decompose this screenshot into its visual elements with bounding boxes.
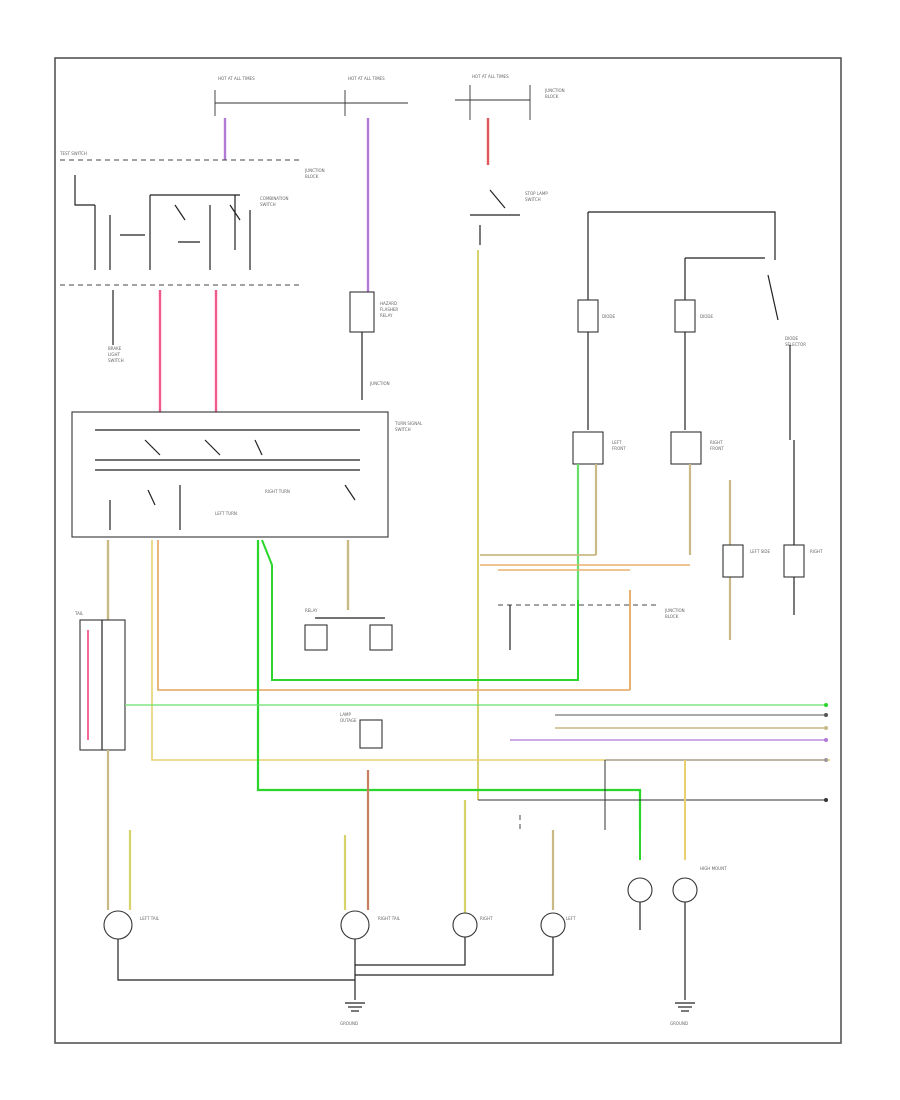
right-bus-wires [125, 704, 825, 830]
svg-text:TEST SWITCH: TEST SWITCH [59, 151, 87, 156]
svg-text:BLOCK: BLOCK [665, 614, 679, 619]
svg-text:HOT AT ALL TIMES: HOT AT ALL TIMES [218, 76, 255, 81]
svg-text:COMBINATION: COMBINATION [260, 196, 289, 201]
svg-text:JUNCTION: JUNCTION [544, 88, 565, 93]
svg-text:JUNCTION: JUNCTION [369, 381, 390, 386]
violet-feed-wires [223, 118, 370, 300]
svg-text:RIGHT TAIL: RIGHT TAIL [378, 916, 401, 921]
lamp-connectors-row: JUNCTION BLOCK [480, 554, 690, 690]
orange-horizontal-wire [157, 540, 630, 691]
svg-text:SWITCH: SWITCH [108, 358, 124, 363]
svg-text:GROUND: GROUND [670, 1021, 688, 1026]
svg-text:RIGHT TURN: RIGHT TURN [265, 489, 290, 494]
svg-text:RIGHT: RIGHT [710, 440, 723, 445]
svg-text:FRONT: FRONT [710, 446, 724, 451]
turn-signal-switch: TURN SIGNAL SWITCH LEFT TURN RIGHT TURN [71, 411, 423, 538]
svg-text:SELECTOR: SELECTOR [785, 342, 806, 347]
svg-text:TURN SIGNAL: TURN SIGNAL [394, 421, 423, 426]
svg-text:JUNCTION: JUNCTION [664, 608, 685, 613]
fuse-panel-top: HOT AT ALL TIMES HOT AT ALL TIMES HOT AT… [214, 74, 565, 120]
svg-text:TAIL: TAIL [74, 611, 84, 616]
center-relay: LAMP OUTAGE [340, 712, 383, 749]
svg-text:SWITCH: SWITCH [260, 202, 276, 207]
svg-text:RELAY: RELAY [305, 608, 318, 613]
left-connector-block: TAIL [74, 611, 126, 751]
svg-text:DIODE: DIODE [785, 336, 798, 341]
right-edge-connectors [824, 703, 828, 802]
svg-text:STOP LAMP: STOP LAMP [525, 191, 548, 196]
svg-text:FRONT: FRONT [612, 446, 626, 451]
svg-text:HOT AT ALL TIMES: HOT AT ALL TIMES [348, 76, 385, 81]
svg-text:DIODE: DIODE [602, 314, 615, 319]
hazard-flasher: HAZARD FLASHER RELAY JUNCTION [349, 291, 398, 400]
svg-text:SWITCH: SWITCH [525, 197, 541, 202]
rear-lamp-relays: RELAY [304, 608, 393, 651]
svg-text:RIGHT: RIGHT [480, 916, 493, 921]
svg-text:OUTAGE: OUTAGE [340, 718, 357, 723]
headlamp-circuit: DIODE DIODE DIODE SELECTOR [577, 211, 806, 440]
svg-text:JUNCTION: JUNCTION [304, 168, 325, 173]
rear-lamps: LEFT TAIL RIGHT TAIL RIGHT LEFT HIGH MOU… [103, 866, 727, 940]
svg-text:GROUND: GROUND [340, 1021, 358, 1026]
svg-text:SWITCH: SWITCH [395, 427, 411, 432]
svg-text:LEFT: LEFT [612, 440, 622, 445]
svg-text:LEFT SIDE: LEFT SIDE [750, 549, 771, 554]
svg-text:DIODE: DIODE [700, 314, 713, 319]
svg-text:BLOCK: BLOCK [545, 94, 559, 99]
svg-text:LEFT TURN: LEFT TURN [215, 511, 237, 516]
svg-text:RIGHT: RIGHT [810, 549, 823, 554]
svg-text:LEFT: LEFT [566, 916, 576, 921]
bright-green-loop [256, 540, 642, 830]
svg-text:LIGHT: LIGHT [108, 352, 121, 357]
diagram-frame [54, 57, 842, 1044]
front-turn-lamps: LEFT FRONT RIGHT FRONT [572, 431, 724, 465]
svg-text:LAMP: LAMP [340, 712, 352, 717]
svg-text:RELAY: RELAY [380, 313, 393, 318]
svg-text:BLOCK: BLOCK [305, 174, 319, 179]
yellow-left-down-wire [151, 540, 830, 761]
stop-lamp-switch: STOP LAMP SWITCH [470, 189, 548, 245]
hazard-switch-assembly: TEST SWITCH COMBINATION SWITCH JUNCTION … [59, 151, 325, 286]
svg-text:HAZARD: HAZARD [380, 301, 397, 306]
svg-text:BRAKE: BRAKE [108, 346, 122, 351]
svg-text:LEFT TAIL: LEFT TAIL [140, 916, 160, 921]
svg-text:FLASHER: FLASHER [380, 307, 398, 312]
svg-text:HIGH MOUNT: HIGH MOUNT [700, 866, 727, 871]
side-marker-lamps: LEFT SIDE RIGHT [722, 440, 823, 615]
ground-wiring: GROUND GROUND [117, 902, 695, 1026]
bright-green-wire [261, 539, 579, 681]
svg-text:HOT AT ALL TIMES: HOT AT ALL TIMES [472, 74, 509, 79]
